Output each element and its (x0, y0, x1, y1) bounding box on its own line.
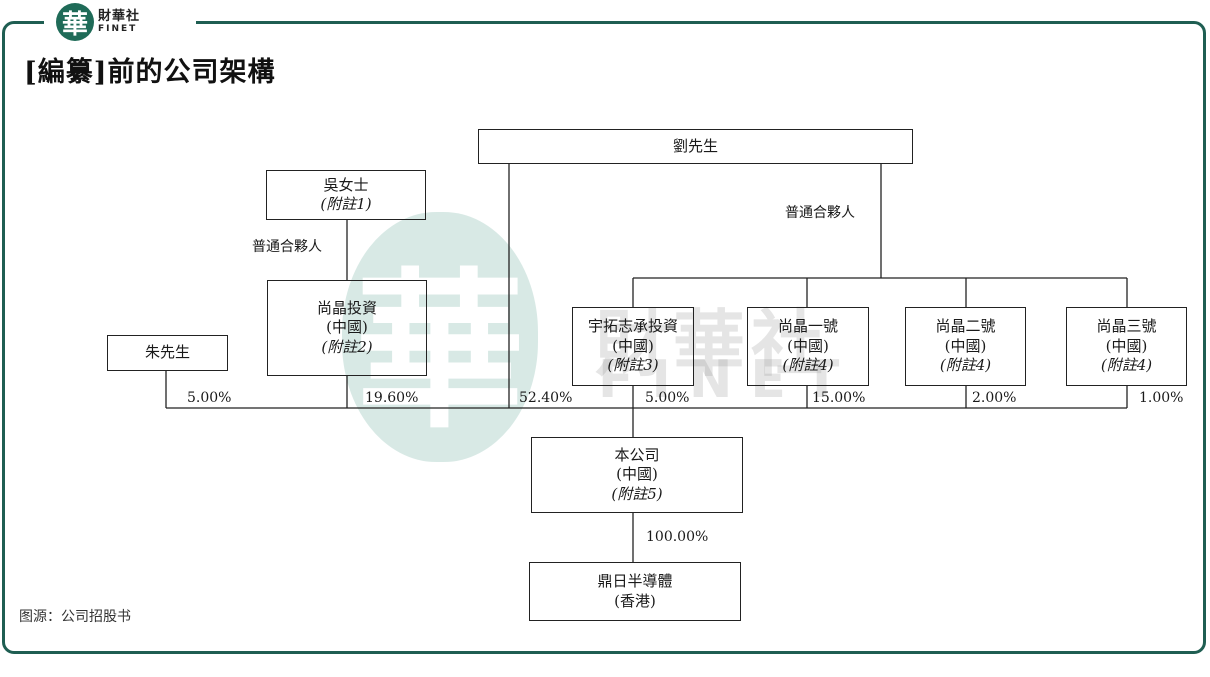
pct-zhu: 5.00% (187, 390, 232, 406)
logo-text: 財華社 FINET (98, 10, 140, 34)
entity-yutuo-region: (中國) (612, 336, 654, 355)
page-title: [編纂]前的公司架構 (24, 57, 276, 88)
entity-sj1-note: (附註4) (782, 356, 834, 375)
entity-company-region: (中國) (616, 465, 658, 484)
content-frame (2, 21, 1206, 654)
entity-subsidiary-name: 鼎日半導體 (597, 572, 673, 590)
entity-liu-name: 劉先生 (672, 136, 718, 155)
entity-sj1-name: 尚晶一號 (777, 317, 838, 336)
entity-wu-note: (附註1) (320, 195, 372, 213)
entity-sj3-name: 尚晶三號 (1096, 317, 1157, 336)
entity-zhu-name: 朱先生 (144, 343, 190, 362)
source-caption: 图源：公司招股书 (19, 609, 131, 625)
entity-company: 本公司 (中國) (附註5) (531, 437, 743, 513)
entity-yutuo-name: 宇拓志承投資 (587, 317, 678, 336)
entity-yutuo-note: (附註3) (607, 356, 659, 375)
logo-en: FINET (98, 24, 138, 34)
logo-mark-icon: 華 (56, 3, 94, 41)
entity-sj3-note: (附註4) (1100, 356, 1153, 375)
pct-subsidiary: 100.00% (646, 529, 709, 545)
entity-shangjing-invest-note: (附註2) (321, 337, 373, 356)
entity-sj3-region: (中國) (1105, 336, 1148, 355)
logo-cn: 財華社 (98, 9, 141, 24)
label-gp-left: 普通合夥人 (252, 239, 322, 255)
pct-yutuo: 5.00% (645, 390, 690, 406)
entity-shangjing-invest: 尚晶投資 (中國) (附註2) (267, 280, 427, 376)
entity-sj2-name: 尚晶二號 (935, 317, 996, 336)
entity-subsidiary-region: (香港) (614, 591, 656, 610)
pct-shangjing-invest: 19.60% (365, 390, 419, 406)
entity-yutuo: 宇拓志承投資 (中國) (附註3) (572, 307, 694, 386)
entity-sj1: 尚晶一號 (中國) (附註4) (747, 307, 869, 386)
finet-logo: 華 財華社 FINET (44, 0, 196, 44)
entity-sj2-region: (中國) (944, 336, 987, 355)
pct-sj2: 2.00% (972, 390, 1017, 406)
label-gp-right: 普通合夥人 (785, 205, 855, 221)
entity-sj3: 尚晶三號 (中國) (附註4) (1066, 307, 1187, 386)
pct-sj1: 15.00% (812, 390, 866, 406)
entity-sj2: 尚晶二號 (中國) (附註4) (905, 307, 1026, 386)
entity-sj1-region: (中國) (787, 336, 829, 355)
entity-sj2-note: (附註4) (939, 356, 992, 375)
pct-liu: 52.40% (519, 390, 573, 406)
entity-company-name: 本公司 (614, 445, 660, 464)
entity-shangjing-invest-name: 尚晶投資 (316, 298, 377, 317)
entity-wu-name: 吳女士 (323, 175, 369, 194)
entity-zhu: 朱先生 (107, 335, 228, 371)
entity-subsidiary: 鼎日半導體 (香港) (529, 562, 741, 621)
entity-wu: 吳女士 (附註1) (266, 170, 426, 220)
entity-company-note: (附註5) (611, 484, 663, 503)
pct-sj3: 1.00% (1139, 390, 1184, 406)
entity-shangjing-invest-region: (中國) (326, 318, 368, 337)
entity-liu: 劉先生 (478, 129, 913, 164)
